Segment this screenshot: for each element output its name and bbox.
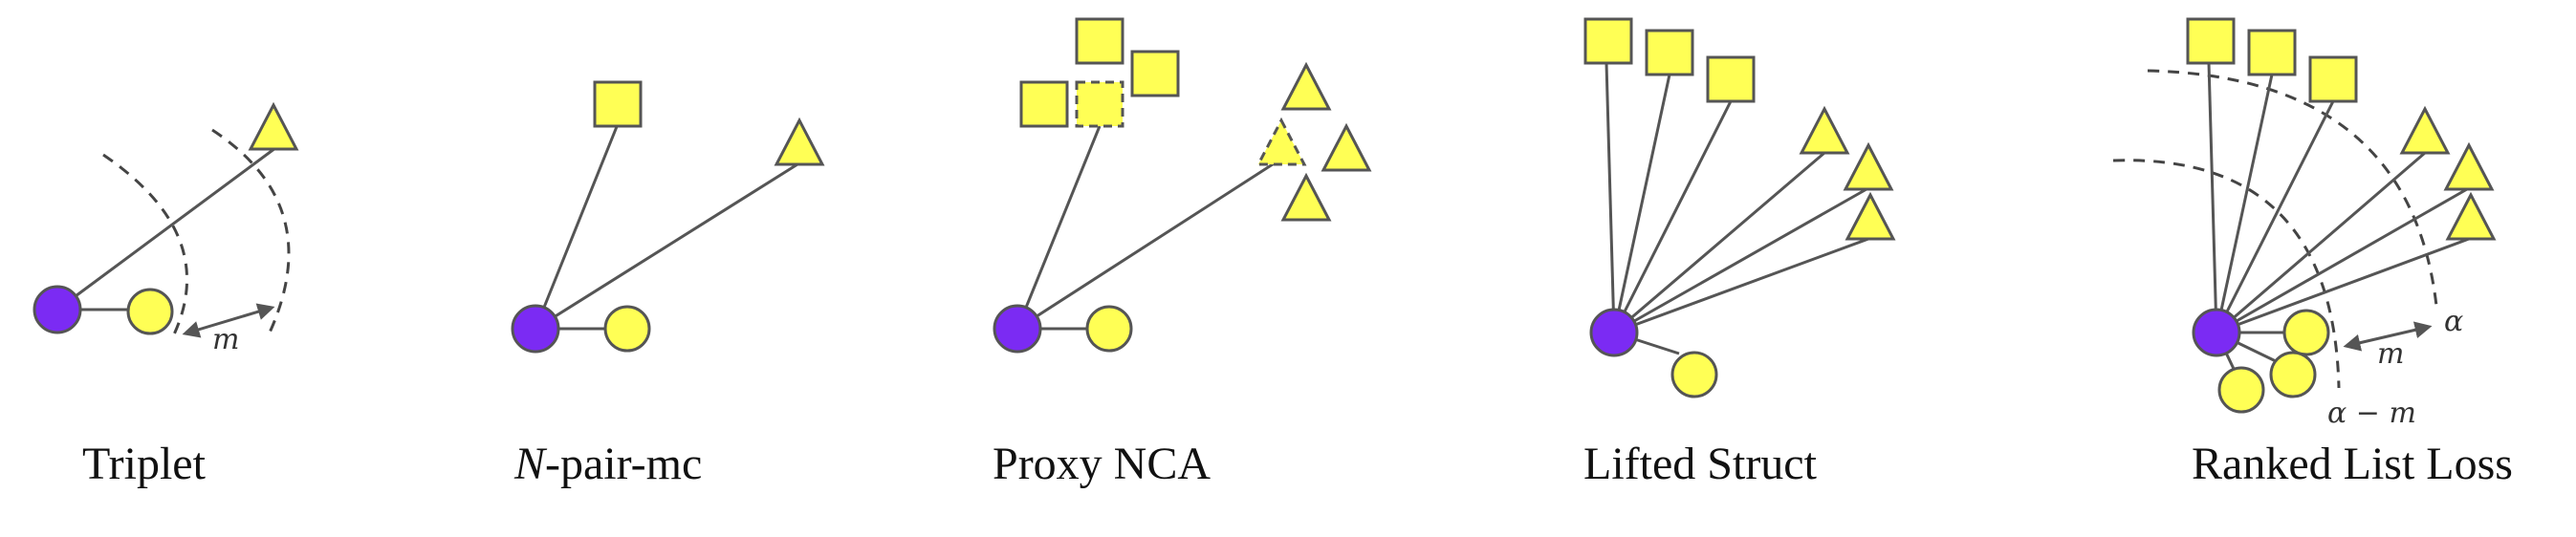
triangle-sample-right: [1321, 122, 1372, 172]
margin-arc-outer: [211, 128, 291, 333]
triangle-proxy: [1255, 117, 1307, 166]
triangle-negative: [248, 101, 299, 151]
panel-proxy-nca: [993, 17, 1372, 354]
caption-n-pair-mc: N-pair-mc: [514, 439, 703, 489]
link-square-1: [2207, 62, 2218, 333]
proxy-link-square: [1015, 125, 1102, 330]
circle-positive-2: [2269, 351, 2317, 398]
triangle-negative-2: [2443, 141, 2495, 191]
link-square-1: [1605, 62, 1616, 333]
link-triangle-1: [2216, 151, 2426, 334]
link-square-3: [2215, 100, 2335, 333]
anchor-circle: [1589, 308, 1639, 357]
margin-label: m: [2377, 337, 2404, 371]
caption-triplet: Triplet: [82, 439, 206, 489]
triangle-sample-top: [1280, 61, 1332, 111]
alpha-label: α: [2444, 305, 2463, 338]
square-sample-top: [1075, 17, 1124, 65]
anchor-circle: [993, 304, 1042, 354]
square-negative-2: [2247, 29, 2297, 76]
link-triangle-2: [2216, 187, 2468, 334]
caption-ranked-list-loss: Ranked List Loss: [2192, 439, 2513, 489]
triangle-negative-2: [1843, 141, 1894, 191]
boundary-arc-alpha: [2147, 69, 2438, 307]
link-triangle-3: [2216, 237, 2470, 334]
triangle-negative-3: [2445, 191, 2497, 241]
circle-positive: [1085, 305, 1133, 353]
panel-n-pair-mc: [511, 80, 825, 354]
caption-proxy-nca: Proxy NCA: [993, 439, 1212, 489]
link-square-2: [2215, 74, 2274, 333]
triangle-negative-3: [1845, 191, 1896, 241]
negative-link-square: [534, 123, 620, 330]
link-triangle-1: [1613, 151, 1825, 334]
square-negative: [593, 80, 643, 128]
panel-triplet: m: [33, 101, 299, 356]
circle-positive: [126, 288, 174, 335]
square-negative-1: [2186, 17, 2236, 65]
boundary-arc-alpha-minus-m: [2112, 159, 2341, 389]
link-square-3: [1612, 100, 1733, 333]
panel-lifted-struct: [1583, 17, 1896, 398]
anchor-circle: [33, 285, 82, 334]
anchor-circle: [511, 304, 560, 354]
circle-positive-1: [2282, 309, 2330, 356]
margin-label: m: [212, 323, 239, 356]
alpha-minus-m-label: α − m: [2327, 397, 2416, 430]
negative-link: [56, 146, 276, 311]
margin-arrow: [2343, 321, 2433, 352]
square-sample-left: [1019, 80, 1069, 128]
anchor-circle: [2192, 308, 2241, 357]
circle-positive: [603, 305, 651, 353]
panel-ranked-list-loss: m α α − m: [2112, 17, 2497, 430]
square-negative-3: [2308, 55, 2358, 103]
proxy-link-triangle: [1016, 161, 1277, 331]
square-sample-right: [1130, 50, 1180, 97]
triangle-negative: [774, 117, 825, 166]
triangle-sample-bottom: [1280, 172, 1332, 222]
circle-positive: [1670, 351, 1718, 398]
triangle-negative-1: [2399, 105, 2451, 155]
negative-link-triangle: [535, 162, 798, 331]
link-square-2: [1612, 74, 1671, 333]
square-negative-1: [1583, 17, 1633, 65]
caption-lifted-struct: Lifted Struct: [1583, 439, 1817, 489]
link-triangle-2: [1613, 187, 1867, 334]
triangle-negative-1: [1799, 105, 1850, 155]
square-proxy: [1075, 80, 1124, 128]
link-triangle-3: [1613, 237, 1869, 334]
circle-positive-3: [2217, 366, 2265, 414]
square-negative-2: [1645, 29, 1694, 76]
margin-arrow: [182, 303, 275, 338]
square-negative-3: [1706, 55, 1756, 103]
